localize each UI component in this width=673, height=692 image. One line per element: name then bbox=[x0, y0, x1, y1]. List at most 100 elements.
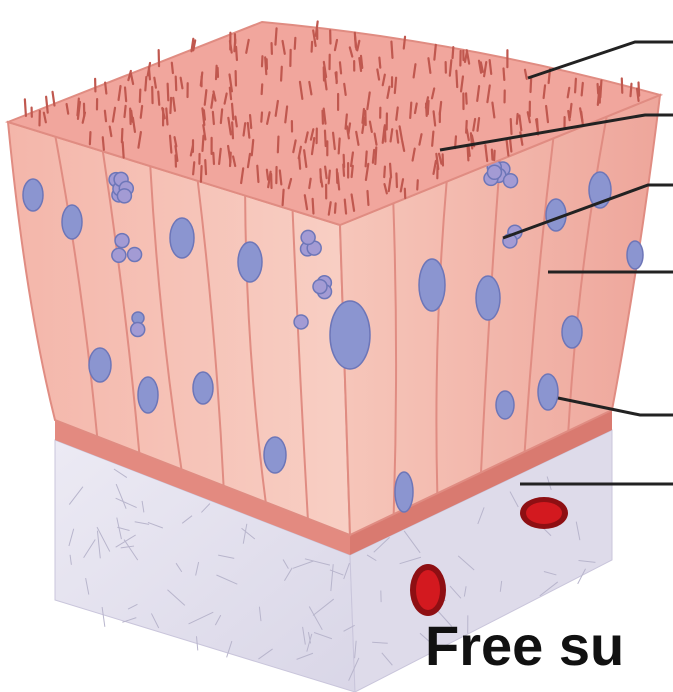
cilium bbox=[466, 121, 467, 133]
cilium bbox=[385, 125, 386, 141]
cilium bbox=[25, 99, 26, 116]
cilium bbox=[230, 153, 231, 166]
cilium bbox=[176, 77, 177, 91]
nucleus bbox=[23, 179, 43, 211]
cilium bbox=[257, 166, 258, 182]
cilium bbox=[329, 171, 330, 184]
cilium bbox=[105, 111, 106, 122]
cilium bbox=[232, 122, 233, 138]
nucleus bbox=[627, 241, 643, 269]
cilium bbox=[456, 71, 457, 87]
cilium bbox=[568, 88, 570, 97]
cilium bbox=[313, 199, 314, 214]
cilium bbox=[265, 57, 266, 74]
cilium bbox=[123, 142, 124, 157]
cilium bbox=[325, 167, 327, 179]
cilium bbox=[252, 140, 253, 155]
cilium bbox=[340, 62, 341, 73]
cilium bbox=[261, 112, 262, 121]
cilium bbox=[395, 78, 396, 93]
cilium bbox=[544, 85, 545, 98]
cilium bbox=[234, 39, 235, 51]
caption-free-surface: Free su bbox=[425, 618, 624, 674]
cilium bbox=[325, 131, 326, 146]
cilium bbox=[468, 147, 469, 160]
cilium bbox=[440, 102, 441, 115]
cilium bbox=[396, 173, 397, 187]
cilium bbox=[90, 132, 91, 144]
cilium bbox=[346, 114, 347, 128]
cilium bbox=[511, 119, 512, 134]
nucleus bbox=[238, 242, 262, 282]
cilium bbox=[131, 111, 132, 122]
cilium bbox=[140, 90, 141, 102]
cilium bbox=[110, 127, 112, 136]
cilium bbox=[145, 77, 146, 90]
nucleus bbox=[89, 348, 111, 382]
mucus-granule bbox=[504, 174, 518, 188]
mucus-granule bbox=[112, 248, 126, 262]
cilium bbox=[339, 138, 340, 153]
cilium bbox=[201, 166, 202, 182]
cilium bbox=[336, 73, 337, 82]
mucus-granule bbox=[313, 280, 327, 294]
cilium bbox=[105, 83, 106, 94]
cilium bbox=[248, 123, 250, 138]
mucus-granule bbox=[294, 315, 308, 329]
cilium bbox=[404, 37, 405, 49]
cilium bbox=[434, 111, 436, 125]
nucleus bbox=[496, 391, 514, 419]
mucus-granule bbox=[301, 230, 315, 244]
cilium bbox=[262, 84, 263, 94]
cilium bbox=[221, 109, 222, 123]
nucleus bbox=[264, 437, 286, 473]
cilium bbox=[639, 82, 640, 95]
cilium bbox=[213, 112, 214, 124]
cilium bbox=[170, 136, 171, 153]
cilium bbox=[517, 114, 518, 124]
cilium bbox=[125, 87, 126, 101]
cilium bbox=[335, 203, 336, 212]
cilium bbox=[309, 179, 310, 188]
cilium bbox=[432, 132, 433, 146]
cilium bbox=[250, 115, 251, 128]
nucleus bbox=[170, 218, 194, 258]
cilium bbox=[141, 106, 142, 118]
nucleus bbox=[330, 301, 370, 369]
cilium bbox=[582, 83, 583, 95]
mucus-granule bbox=[131, 323, 145, 337]
cilium bbox=[367, 191, 368, 205]
nucleus bbox=[476, 276, 500, 320]
cilium bbox=[503, 68, 504, 80]
cilium bbox=[375, 147, 376, 164]
cilium bbox=[410, 103, 411, 118]
cilium bbox=[352, 166, 353, 177]
cilium bbox=[384, 167, 385, 178]
cilium bbox=[575, 79, 576, 93]
cilium bbox=[320, 169, 321, 182]
cilium bbox=[213, 153, 214, 164]
cilium bbox=[77, 99, 78, 116]
mucus-granule bbox=[487, 165, 501, 179]
cilium bbox=[158, 92, 159, 105]
cilium bbox=[362, 109, 363, 123]
cilium bbox=[193, 162, 194, 174]
cilium bbox=[103, 137, 104, 150]
cilium bbox=[202, 136, 203, 151]
cilium bbox=[426, 104, 427, 116]
mucus-granule bbox=[128, 247, 142, 261]
cilium bbox=[397, 131, 398, 143]
cilium bbox=[267, 170, 268, 180]
cilium bbox=[205, 160, 206, 174]
cilium bbox=[598, 84, 599, 93]
cilium bbox=[170, 98, 171, 113]
cilium bbox=[492, 150, 493, 160]
cilium bbox=[122, 129, 123, 142]
cilium bbox=[166, 108, 167, 124]
cilium bbox=[366, 151, 367, 166]
cilium bbox=[391, 42, 392, 58]
nucleus bbox=[419, 259, 445, 311]
cilium bbox=[280, 170, 282, 184]
cilium bbox=[510, 138, 511, 151]
